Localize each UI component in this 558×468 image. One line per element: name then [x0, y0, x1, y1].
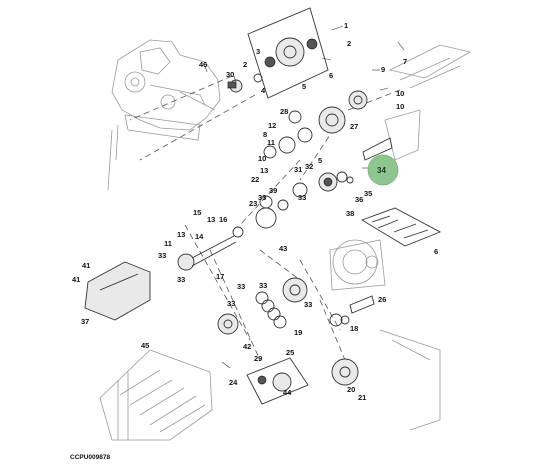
callout-33b: 33: [298, 193, 306, 202]
callout-33g: 33: [227, 299, 235, 308]
callout-29: 29: [254, 354, 262, 363]
callout-16: 16: [219, 215, 227, 224]
callout-14: 14: [195, 232, 204, 241]
callout-23: 23: [249, 199, 257, 208]
callout-33c: 33: [158, 251, 166, 260]
callout-8: 8: [263, 130, 267, 139]
callout-42: 42: [243, 342, 251, 351]
callout-24: 24: [229, 378, 238, 387]
hub-16: [255, 207, 277, 229]
callout-34: 34: [377, 166, 386, 175]
callout-10a: 10: [396, 89, 404, 98]
callout-7: 7: [403, 57, 407, 66]
callout-18: 18: [350, 324, 358, 333]
callout-44: 44: [283, 388, 292, 397]
callout-13c: 13: [207, 215, 215, 224]
highlight-marker: [367, 154, 399, 186]
callout-2: 2: [243, 60, 247, 69]
callout-13b: 13: [177, 230, 185, 239]
callout-33f: 33: [259, 281, 267, 290]
callout-33h: 33: [304, 300, 312, 309]
alignment-lines: [129, 75, 401, 361]
callout-11b: 11: [164, 239, 172, 248]
ghost-gear-assembly: [329, 239, 386, 291]
callout-35: 35: [364, 189, 372, 198]
callout-45: 45: [141, 341, 149, 350]
callout-labels: 46 30 2 3 4 1 2 5 6 7 9 10 10 28 8 10 12…: [72, 21, 438, 402]
callout-6b: 6: [434, 247, 438, 256]
sprocket-20: [331, 358, 359, 386]
figure-code: CCPU009878: [70, 454, 110, 461]
callout-11a: 11: [267, 138, 275, 147]
callout-15: 15: [193, 208, 201, 217]
callout-41b: 41: [72, 275, 80, 284]
sprocket-kit-lower-box: [246, 357, 309, 405]
sprocket-42: [217, 313, 239, 335]
ghost-machine-frame: [107, 39, 221, 191]
sprocket-27: [318, 106, 346, 134]
callout-38: 38: [346, 209, 354, 218]
callout-31: 31: [294, 165, 302, 174]
callout-32: 32: [305, 162, 313, 171]
callout-13a: 13: [260, 166, 268, 175]
callout-41a: 41: [82, 261, 90, 270]
callout-20: 20: [347, 385, 355, 394]
callout-33d: 33: [177, 275, 185, 284]
callout-5b: 5: [318, 156, 322, 165]
callout-17: 17: [216, 272, 224, 281]
sprocket-19: [282, 277, 308, 303]
sprocket-kit-box: [247, 7, 329, 99]
callout-19: 19: [294, 328, 302, 337]
sprocket-1: [275, 37, 305, 67]
callout-21: 21: [358, 393, 366, 402]
callout-22: 22: [251, 175, 259, 184]
chain-kit-box: [360, 207, 442, 247]
guard-37: [84, 261, 151, 321]
callout-10b: 10: [396, 102, 404, 111]
callout-26: 26: [378, 295, 386, 304]
callout-28: 28: [280, 107, 288, 116]
callout-2b: 2: [347, 39, 351, 48]
callout-9: 9: [381, 65, 385, 74]
shaft-parts: [177, 73, 393, 386]
callout-3: 3: [256, 47, 260, 56]
sprocket-11: [177, 253, 195, 271]
callout-25: 25: [286, 348, 294, 357]
ghost-slat-frame: [99, 349, 213, 441]
ghost-lower-frame: [379, 329, 441, 431]
callout-43: 43: [279, 244, 287, 253]
callout-39: 39: [269, 186, 277, 195]
callout-30: 30: [226, 70, 234, 79]
callout-12: 12: [268, 121, 276, 130]
callout-10c: 10: [258, 154, 266, 163]
callout-36: 36: [355, 195, 363, 204]
callout-6: 6: [329, 71, 333, 80]
callout-4: 4: [261, 86, 266, 95]
callout-46: 46: [199, 60, 207, 69]
callout-33a: 33: [258, 193, 266, 202]
bolt-26: [349, 295, 375, 314]
callout-27: 27: [350, 122, 358, 131]
callout-5: 5: [302, 82, 306, 91]
callout-33e: 33: [237, 282, 245, 291]
callout-1: 1: [344, 21, 348, 30]
callout-37: 37: [81, 317, 89, 326]
